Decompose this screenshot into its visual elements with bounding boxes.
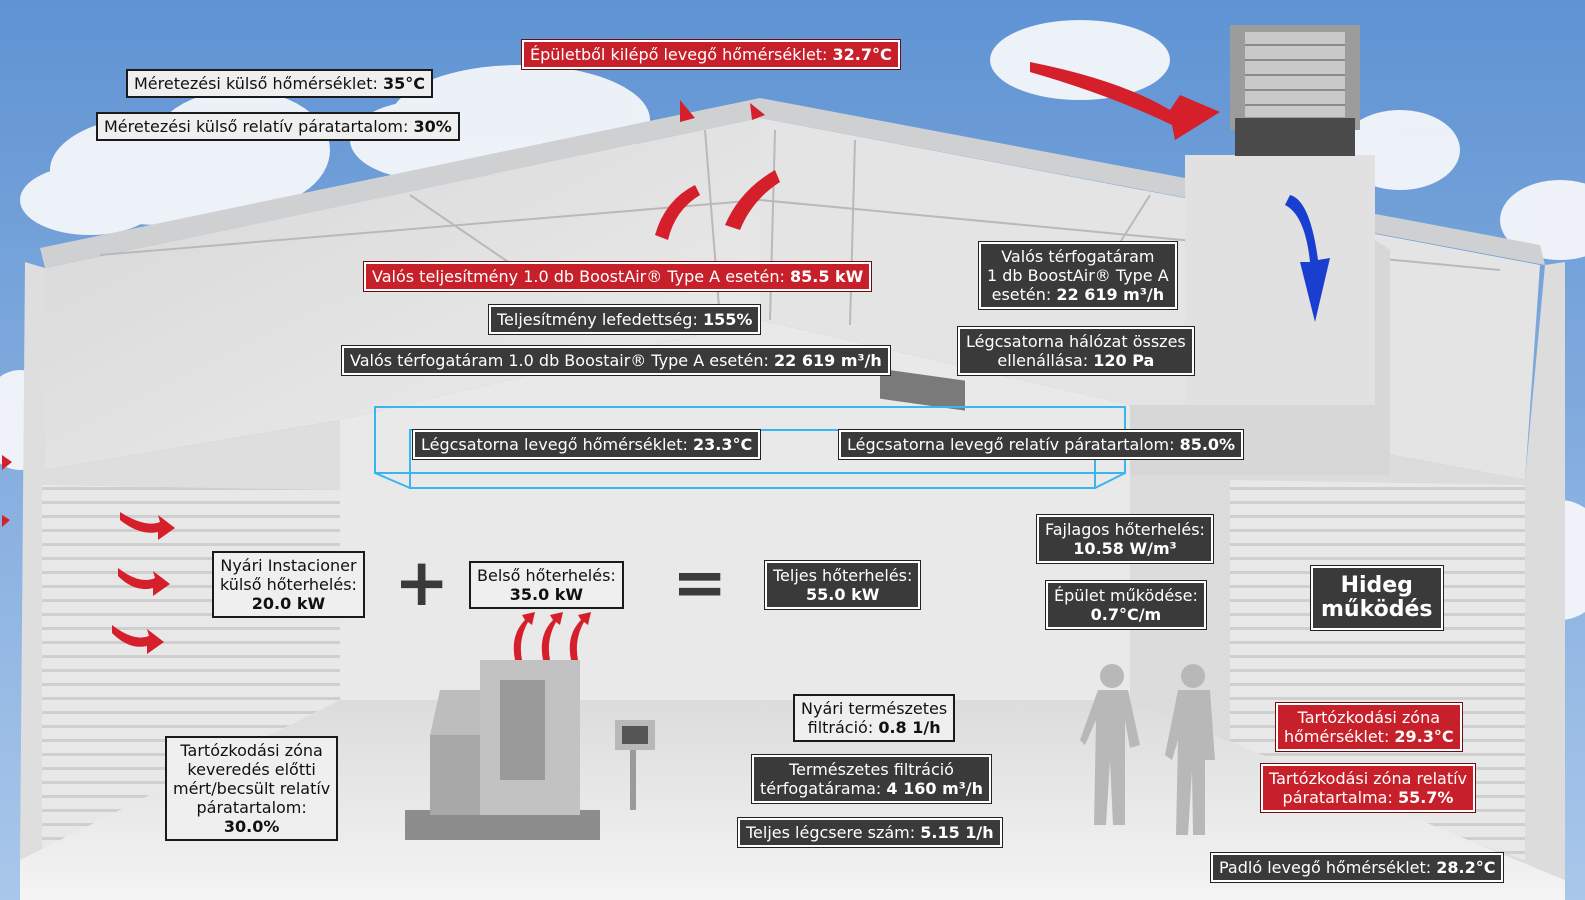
total-load-label: Teljes hőterhelés: 55.0 kW	[763, 560, 922, 610]
exhaust-temp-label: Épületből kilépő levegő hőmérséklet: 32.…	[521, 39, 901, 70]
ceiling-vent	[880, 368, 965, 411]
building-op-label: Épület működése: 0.7°C/m	[1045, 580, 1207, 630]
air-change-label: Teljes légcsere szám: 5.15 1/h	[737, 817, 1003, 848]
airflow-arrow-icon	[2, 62, 1220, 660]
plus-sign: +	[394, 544, 450, 621]
zone-rh-label: Tartózkodási zóna relatív páratartalma: …	[1259, 763, 1477, 813]
specific-load-label: Fajlagos hőterhelés: 10.58 W/m³	[1036, 514, 1214, 564]
internal-load-label: Belső hőterhelés: 35.0 kW	[469, 561, 624, 609]
equals-sign: =	[672, 544, 728, 621]
duct-rh-label: Légcsatorna levegő relatív páratartalom:…	[837, 429, 1245, 460]
floor-temp-label: Padló levegő hőmérséklet: 28.2°C	[1209, 852, 1505, 883]
design-ext-temp-label: Méretezési külső hőmérséklet: 35°C	[126, 69, 433, 98]
ceiling-left	[45, 118, 760, 470]
coverage-label: Teljesítmény lefedettség: 155%	[487, 304, 762, 335]
natural-infiltration-label: Nyári természetes filtráció: 0.8 1/h	[793, 694, 956, 742]
real-power-label: Valós teljesítmény 1.0 db BoostAir® Type…	[362, 261, 873, 292]
mode-label: Hideg működés	[1310, 565, 1444, 631]
unit-flow-label: Valós térfogatáram 1 db BoostAir® Type A…	[978, 241, 1178, 310]
design-ext-rh-label: Méretezési külső relatív páratartalom: 3…	[96, 112, 460, 141]
air-duct	[374, 155, 1390, 489]
zone-temp-label: Tartózkodási zóna hőmérséklet: 29.3°C	[1275, 702, 1463, 752]
infiltration-flow-label: Természetes filtráció térfogatárama: 4 1…	[751, 754, 992, 804]
worker-figure-icon	[1080, 664, 1215, 835]
cnc-machine-icon	[405, 660, 655, 840]
cold-air-arrow-icon	[1285, 195, 1330, 322]
duct-temp-label: Légcsatorna levegő hőmérséklet: 23.3°C	[411, 429, 762, 460]
duct-resistance-label: Légcsatorna hálózat összes ellenállása: …	[957, 326, 1195, 376]
real-flow-label: Valós térfogatáram 1.0 db Boostair® Type…	[341, 345, 891, 376]
zone-rh-measured-label: Tartózkodási zóna keveredés előtti mért/…	[165, 736, 339, 841]
hvac-unit-icon	[1230, 25, 1360, 156]
summer-load-label: Nyári Instacioner külső hőterhelés: 20.0…	[212, 551, 365, 618]
